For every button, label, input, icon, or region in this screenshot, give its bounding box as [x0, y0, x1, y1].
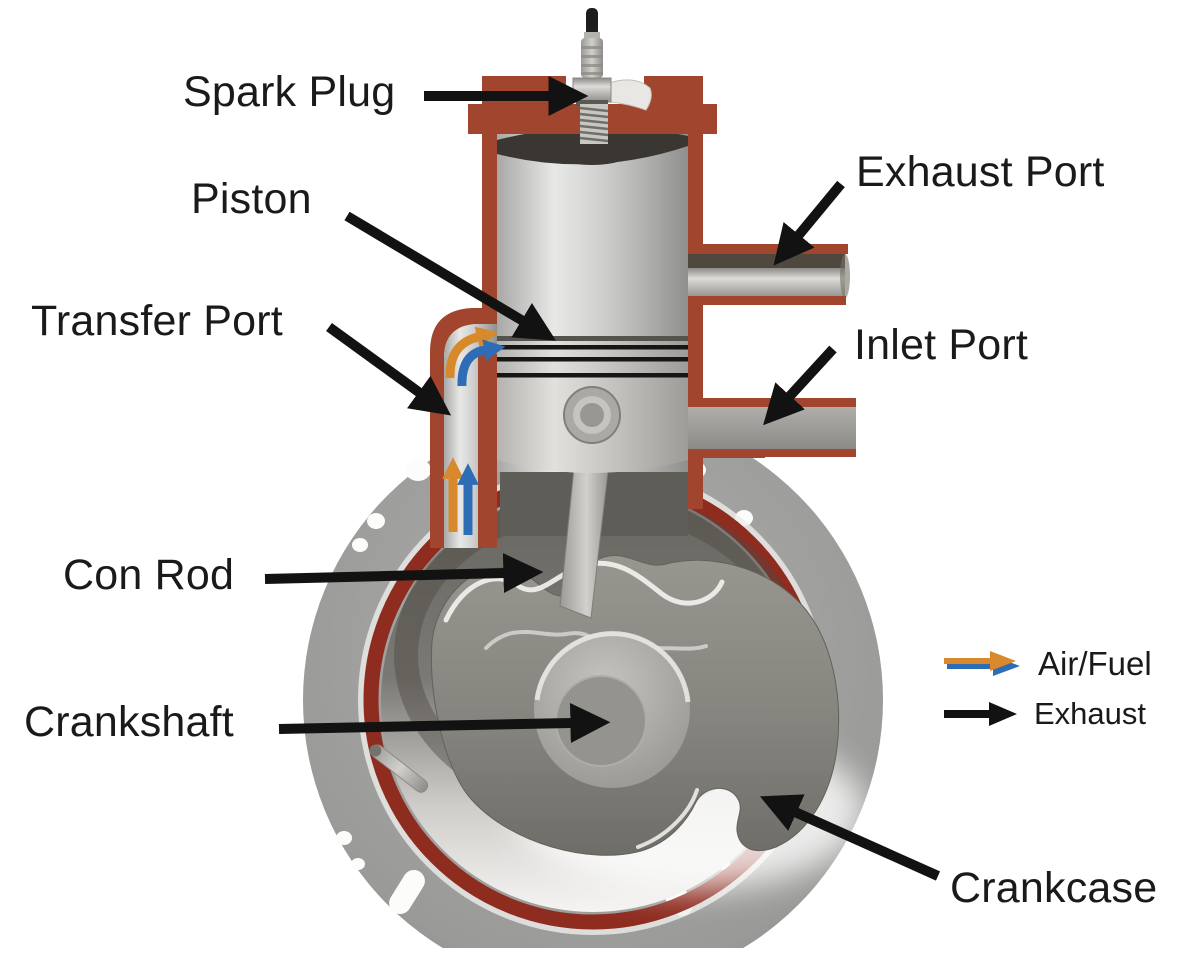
exhaust-port-arrow — [773, 180, 845, 266]
left-wall — [482, 104, 497, 312]
label-con-rod: Con Rod — [63, 551, 235, 599]
legend-air-fuel-label: Air/Fuel — [1038, 645, 1152, 682]
label-crankcase: Crankcase — [950, 864, 1158, 912]
air-fuel-arrow-icon — [944, 651, 1020, 676]
label-piston: Piston — [191, 175, 312, 223]
crank-boss-highlight — [534, 631, 691, 703]
label-spark-plug: Spark Plug — [183, 68, 396, 116]
crankcase-pin — [369, 744, 429, 793]
cylinder-assembly — [430, 8, 856, 548]
insulator-ribs — [581, 46, 603, 75]
label-inlet-port: Inlet Port — [854, 321, 1029, 369]
flange-bottom-cut — [0, 948, 1186, 971]
piston-rings — [497, 345, 688, 378]
transfer-port-arrow — [326, 322, 452, 416]
legend-item-exhaust: Exhaust — [944, 696, 1152, 732]
inlet-port-arrow — [763, 345, 837, 426]
spark-plug-porcelain-right — [605, 79, 652, 111]
left-wall-lower — [478, 350, 497, 548]
right-wall-mid — [688, 305, 703, 400]
right-wall-upper — [688, 104, 703, 246]
wrist-pin-center — [580, 403, 604, 427]
exhaust-arrow-icon — [944, 702, 1017, 726]
air-fuel-flow-curve-blue — [457, 339, 506, 387]
transfer-port-outer-wall — [430, 308, 497, 548]
spark-plug-terminal — [586, 8, 598, 36]
label-crankshaft: Crankshaft — [24, 698, 234, 746]
head-left-ledge — [468, 104, 482, 134]
annotation-arrows — [264, 76, 941, 881]
piston — [497, 336, 688, 473]
right-wall-lower — [688, 457, 703, 509]
inlet-pipe — [688, 398, 856, 457]
legend-item-air-fuel: Air/Fuel — [944, 645, 1152, 683]
label-exhaust-port: Exhaust Port — [856, 148, 1105, 196]
air-fuel-flow-curve-orange — [445, 326, 499, 379]
spark-plug-porcelain-left — [549, 88, 571, 104]
con-rod-arrow — [264, 553, 544, 594]
spark-plug-hex — [572, 77, 612, 103]
spark-plug-neck — [584, 32, 600, 40]
spark-plug-seat — [576, 100, 608, 106]
label-transfer-port: Transfer Port — [31, 297, 283, 345]
crankcase-arrow — [759, 794, 941, 881]
exhaust-pipe — [688, 244, 850, 305]
legend: Air/Fuel Exhaust — [944, 645, 1152, 745]
piston-crown-edge — [497, 336, 688, 341]
crankshaft-arrow — [278, 703, 611, 744]
legend-exhaust-label: Exhaust — [1034, 696, 1147, 731]
piston-arrow — [344, 211, 556, 341]
head-right-ledge — [703, 104, 717, 134]
air-fuel-flow-arrows — [442, 326, 506, 535]
dome-center — [550, 135, 634, 165]
